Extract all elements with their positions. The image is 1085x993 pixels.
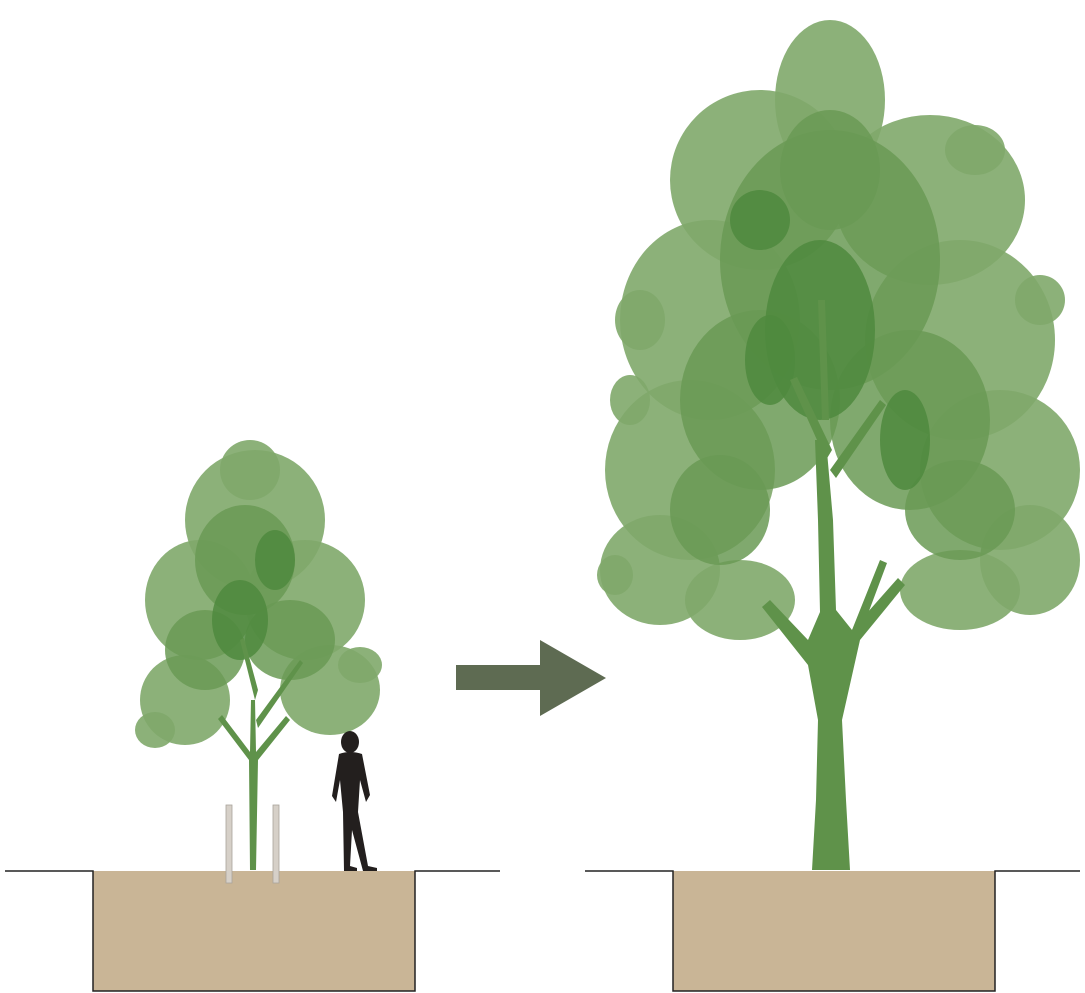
mature-tree-canopy: [597, 20, 1080, 640]
young-tree-canopy: [135, 440, 382, 748]
person-silhouette-icon: [332, 731, 377, 871]
stake-right: [273, 805, 279, 883]
left-planting-pit: [93, 871, 415, 991]
mature-tree: [597, 20, 1080, 870]
young-stage: [5, 440, 500, 991]
right-planting-pit: [673, 871, 995, 991]
right-arrow-icon: [456, 640, 606, 716]
stake-left: [226, 805, 232, 883]
mature-stage: [585, 20, 1080, 991]
